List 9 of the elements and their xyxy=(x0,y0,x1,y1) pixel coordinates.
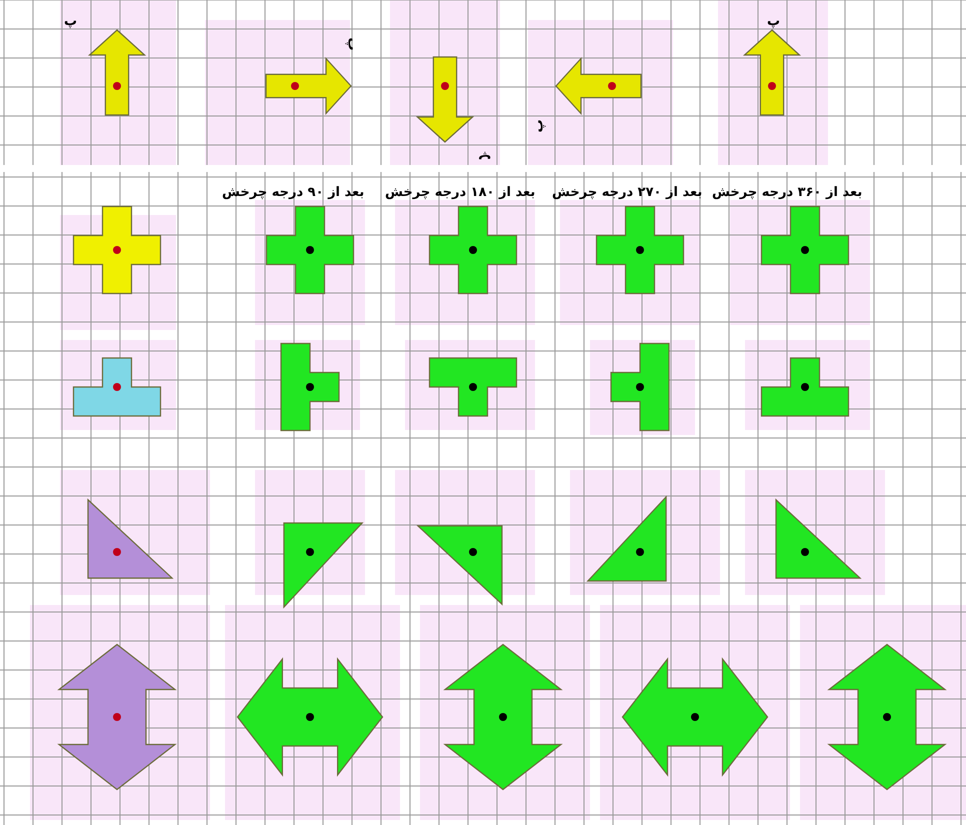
column-heading: بعد از ۲۷۰ درجه چرخش xyxy=(552,185,702,201)
column-heading: بعد از ۹۰ درجه چرخش xyxy=(222,185,364,201)
column-heading: بعد از ۱۸۰ درجه چرخش xyxy=(385,185,536,201)
shape-letter: پ xyxy=(344,37,360,51)
column-heading: بعد از ۳۶۰ درجه چرخش xyxy=(712,185,862,201)
shape-letter: پ xyxy=(767,14,780,30)
shape-letter: پ xyxy=(64,14,78,30)
shape-letter: پ xyxy=(532,119,548,133)
shape-letter: پ xyxy=(478,150,492,166)
